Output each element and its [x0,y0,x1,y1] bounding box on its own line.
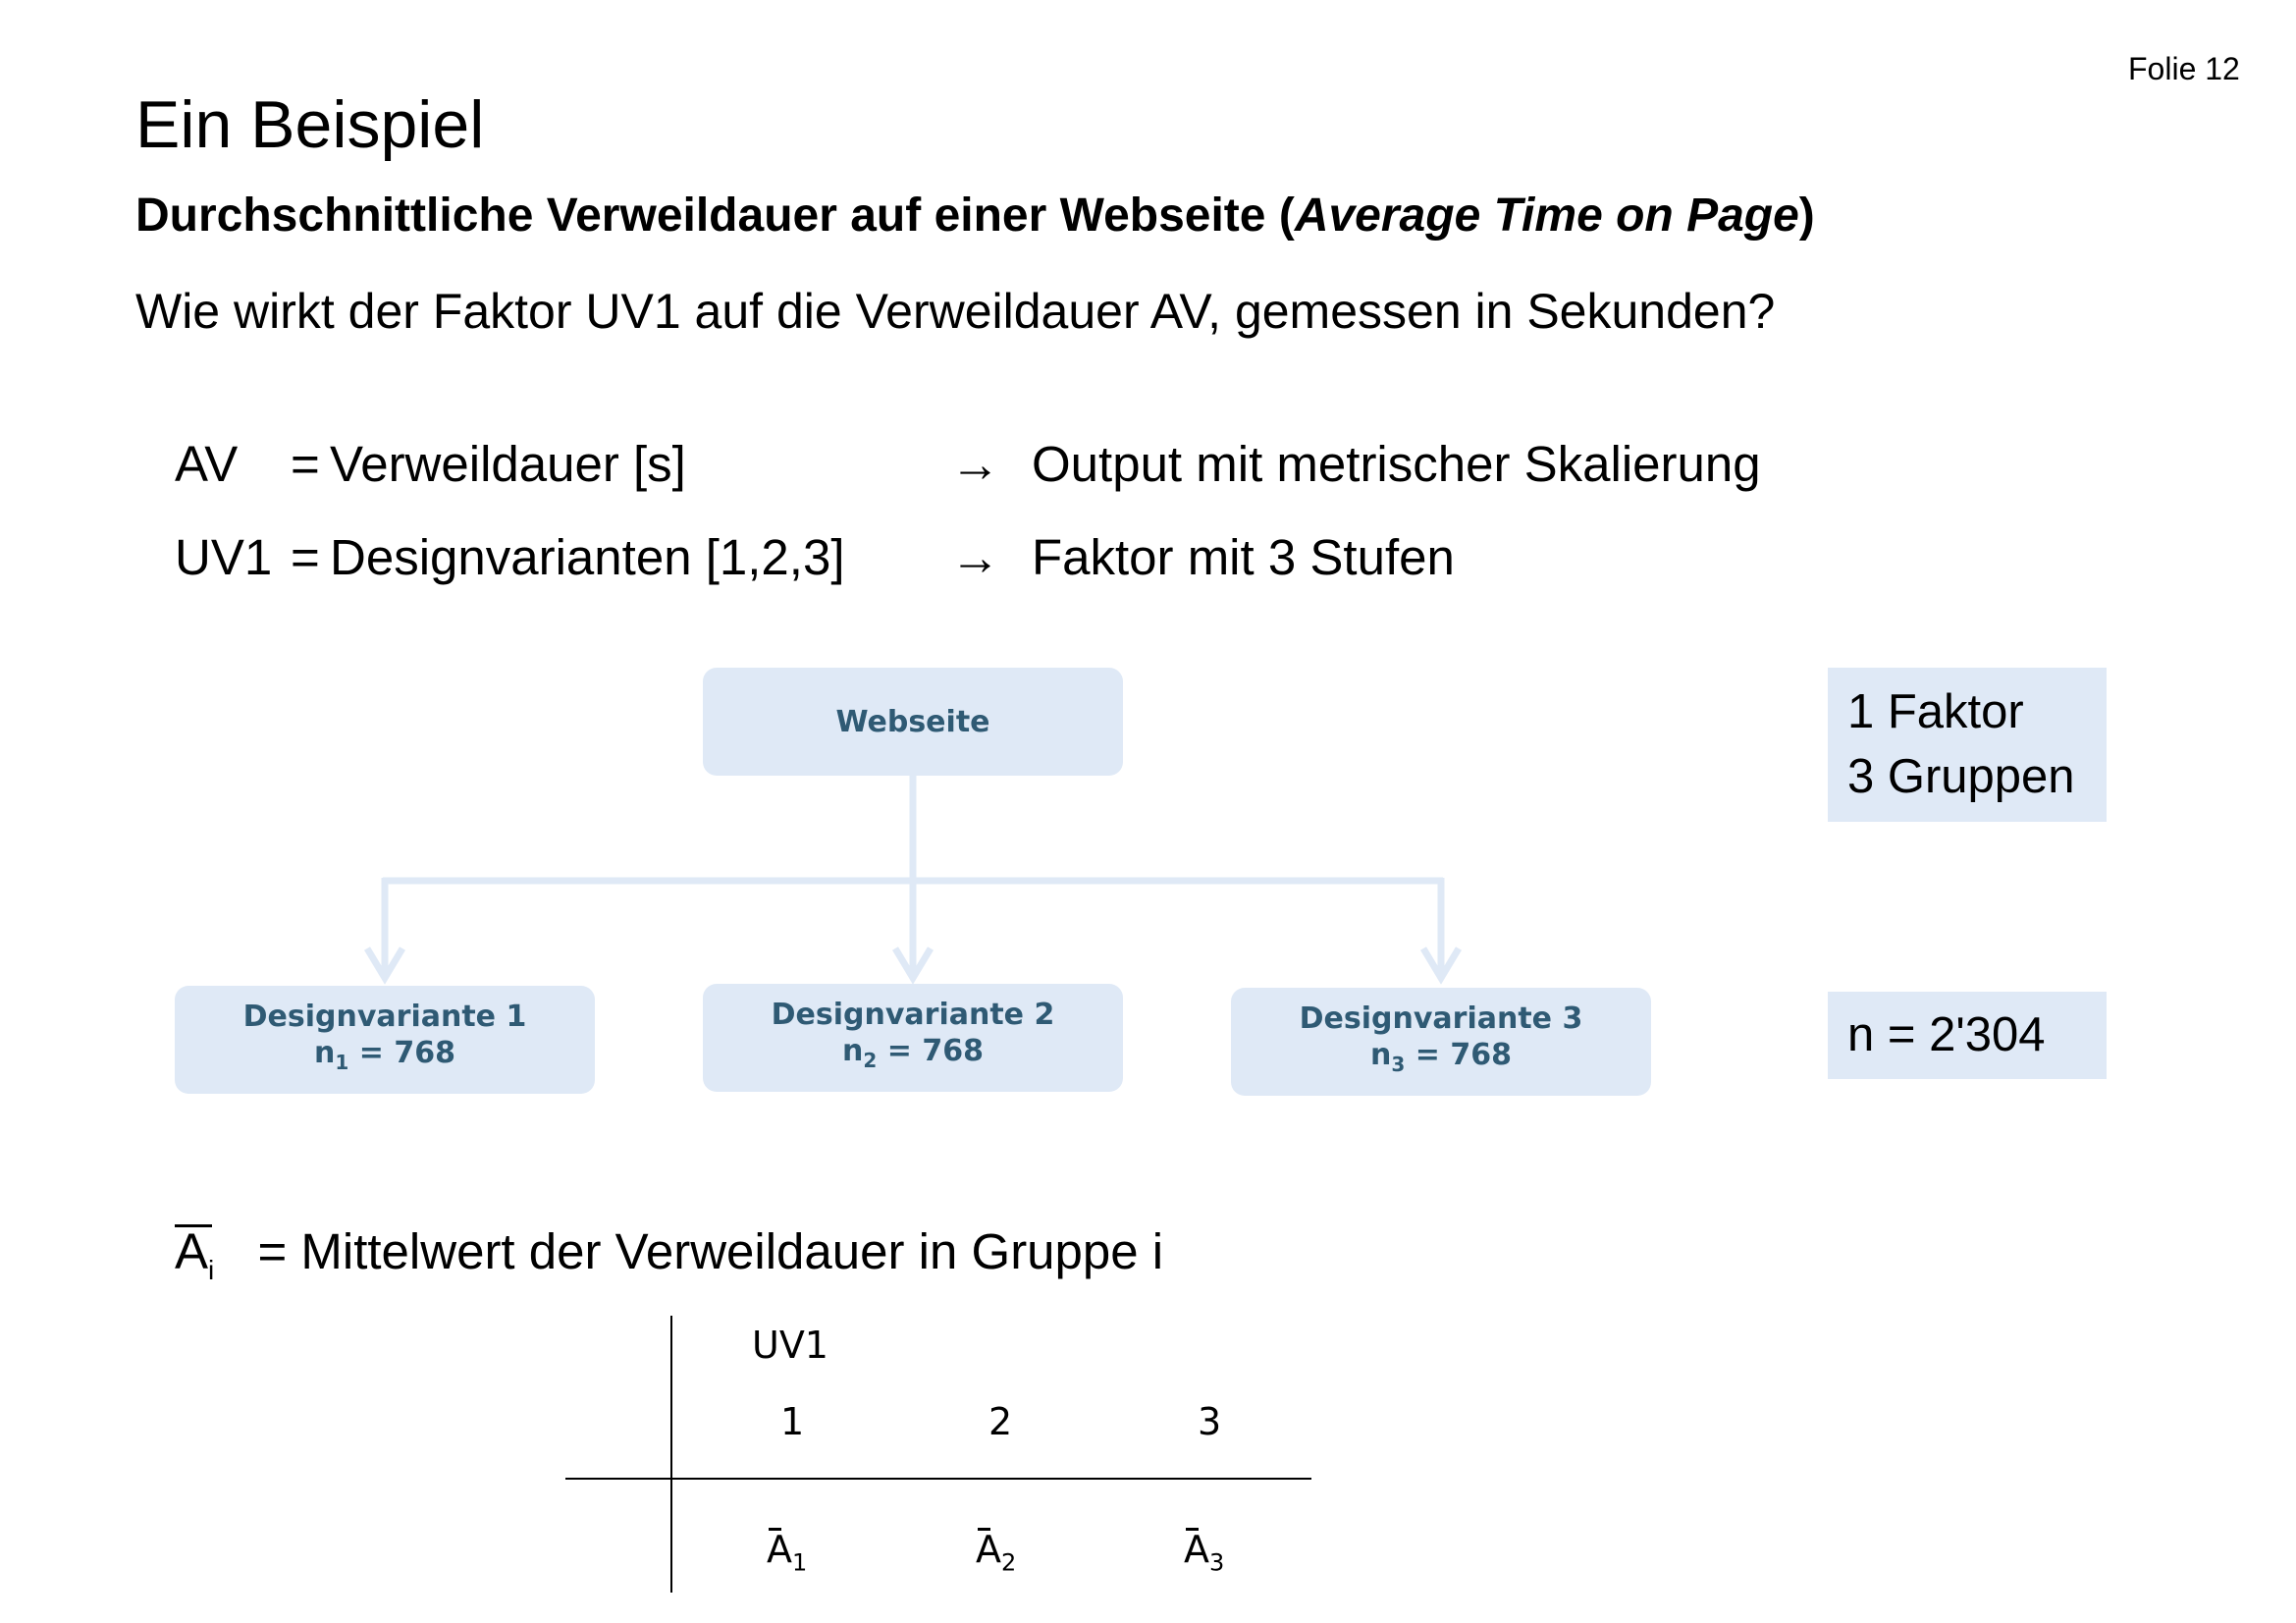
node-designvariante-1: Designvariante 1 n1 = 768 [175,986,595,1094]
definition-equals: = [291,529,320,585]
subtitle-end: ) [1798,189,1815,242]
research-question: Wie wirkt der Faktor UV1 auf die Verweil… [135,284,1776,339]
definition-equals: = [291,436,320,492]
table-mean: A2 [976,1528,1017,1577]
table-header: UV1 [752,1324,828,1367]
node-sample-size: n2 = 768 [842,1034,984,1072]
mean-text: Mittelwert der Verweildauer in Gruppe i [300,1223,1164,1279]
info-box-design: 1 Faktor 3 Gruppen [1828,668,2107,822]
definition-note: Faktor mit 3 Stufen [1032,529,1455,585]
definition-value: Designvarianten [1,2,3] [330,529,845,585]
slide-number: Folie 12 [2128,51,2240,86]
right-arrow-icon: → [950,436,1000,492]
node-designvariante-3: Designvariante 3 n3 = 768 [1231,988,1651,1096]
right-arrow-icon: → [950,529,1000,585]
table-level: 2 [988,1400,1013,1443]
mean-symbol: Ai [175,1223,215,1286]
slide-subtitle: Durchschnittliche Verweildauer auf einer… [135,189,1815,243]
arrowhead-dv1-icon [363,947,406,985]
mean-definition: Ai = Mittelwert der Verweildauer in Grup… [175,1222,1163,1286]
table-level: 3 [1198,1400,1222,1443]
arrowhead-dv2-icon [891,947,934,985]
node-label: Designvariante 2 [771,998,1055,1032]
definition-av: AV = Verweildauer [s] → Output mit metri… [175,435,1843,494]
definition-label: AV [175,436,239,492]
definition-uv1: UV1 = Designvarianten [1,2,3] → Faktor m… [175,528,1843,587]
node-label: Designvariante 3 [1299,1001,1583,1036]
info-faktor: 1 Faktor [1847,685,2024,738]
table-mean: A3 [1184,1528,1225,1577]
node-label: Webseite [835,704,990,739]
subtitle-main: Durchschnittliche Verweildauer auf einer… [135,189,1295,242]
node-sample-size: n3 = 768 [1370,1038,1512,1076]
info-box-sample-size: n = 2'304 [1828,992,2107,1079]
arrowhead-dv3-icon [1419,947,1463,985]
node-label: Designvariante 1 [242,1000,527,1034]
definition-label: UV1 [175,529,273,585]
table-level: 1 [780,1400,805,1443]
definition-value: Verweildauer [s] [330,436,686,492]
page-title: Ein Beispiel [135,87,485,162]
node-webseite: Webseite [703,668,1123,776]
subtitle-italic: Average Time on Page [1294,189,1799,242]
definition-note: Output mit metrischer Skalierung [1032,436,1761,492]
info-gruppen: 3 Gruppen [1847,750,2075,803]
mean-equals: = [257,1223,288,1279]
node-designvariante-2: Designvariante 2 n2 = 768 [703,984,1123,1092]
table-mean: A1 [767,1528,808,1577]
node-sample-size: n1 = 768 [314,1036,455,1074]
